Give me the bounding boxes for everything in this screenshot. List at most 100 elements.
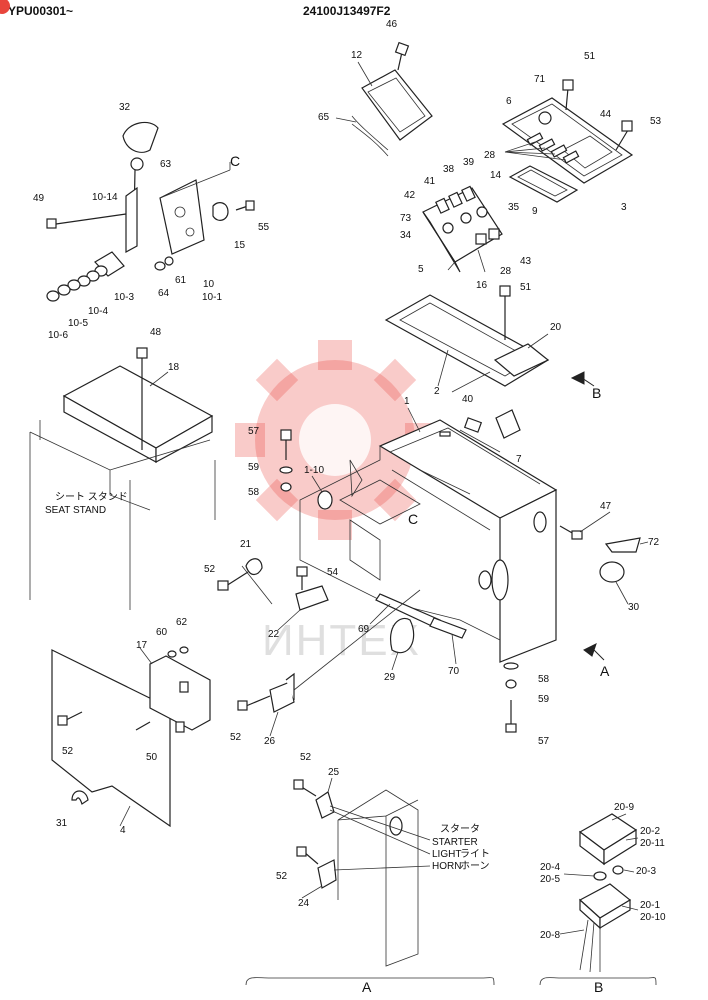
starter-label: STARTER bbox=[432, 837, 478, 848]
control-box-18 bbox=[29, 347, 216, 610]
arrow-a bbox=[583, 643, 605, 661]
callout-51-mid: 51 bbox=[520, 282, 532, 293]
seat-stand-jp: シート スタンド bbox=[55, 491, 128, 503]
callout-29: 29 bbox=[384, 672, 396, 683]
callout-51-top: 51 bbox=[584, 51, 596, 62]
callout-59-left: 59 bbox=[248, 462, 260, 473]
callout-62: 62 bbox=[176, 617, 188, 628]
callout-28-mid: 28 bbox=[500, 266, 512, 277]
callout-20-10: 20-10 bbox=[640, 912, 666, 923]
callout-52-e: 52 bbox=[276, 871, 288, 882]
callout-39: 39 bbox=[463, 157, 475, 168]
horn-label: HORN bbox=[432, 861, 461, 872]
watermark-logo bbox=[235, 340, 435, 540]
callout-73: 73 bbox=[400, 213, 412, 224]
section-b-label: B bbox=[594, 979, 603, 995]
callout-10-5: 10-5 bbox=[68, 318, 88, 329]
callout-24: 24 bbox=[298, 898, 310, 909]
callout-69: 69 bbox=[358, 624, 370, 635]
callout-20-1: 20-1 bbox=[640, 900, 660, 911]
callout-60: 60 bbox=[156, 627, 168, 638]
callout-58-right: 58 bbox=[538, 674, 550, 685]
starter-jp: スタータ bbox=[440, 823, 480, 835]
callout-55: 55 bbox=[258, 222, 270, 233]
callout-10-3: 10-3 bbox=[114, 292, 134, 303]
callout-70: 70 bbox=[448, 666, 460, 677]
callout-59-right: 59 bbox=[538, 694, 550, 705]
callout-52-a: 52 bbox=[204, 564, 216, 575]
detail-section-b bbox=[539, 813, 657, 986]
callout-18: 18 bbox=[168, 362, 180, 373]
section-c-label-top: C bbox=[230, 153, 240, 169]
callout-52-c: 52 bbox=[230, 732, 242, 743]
callout-61: 61 bbox=[175, 275, 187, 286]
callout-2: 2 bbox=[434, 386, 440, 397]
callout-20-3: 20-3 bbox=[636, 866, 656, 877]
callout-42: 42 bbox=[404, 190, 416, 201]
callout-20-8: 20-8 bbox=[540, 930, 560, 941]
callout-30: 30 bbox=[628, 602, 640, 613]
callout-20: 20 bbox=[550, 322, 562, 333]
callout-41: 41 bbox=[424, 176, 436, 187]
callout-4: 4 bbox=[120, 825, 126, 836]
callout-40: 40 bbox=[462, 394, 474, 405]
callout-63: 63 bbox=[160, 159, 172, 170]
callout-12: 12 bbox=[351, 50, 363, 61]
callout-10: 10 bbox=[203, 279, 215, 290]
callout-71: 71 bbox=[534, 74, 546, 85]
callout-65: 65 bbox=[318, 112, 330, 123]
callout-47: 47 bbox=[600, 501, 612, 512]
switch-panel-5 bbox=[422, 185, 503, 273]
callout-57-right: 57 bbox=[538, 736, 550, 747]
callout-20-11: 20-11 bbox=[640, 838, 665, 849]
callout-9: 9 bbox=[532, 206, 538, 217]
callout-44: 44 bbox=[600, 109, 612, 120]
callout-31: 31 bbox=[56, 818, 68, 829]
callout-22: 22 bbox=[268, 629, 280, 640]
leader-lines bbox=[119, 61, 649, 935]
callout-5: 5 bbox=[418, 264, 424, 275]
callout-1-10: 1-10 bbox=[304, 465, 324, 476]
callout-72: 72 bbox=[648, 537, 660, 548]
callout-35: 35 bbox=[508, 202, 520, 213]
callout-43: 43 bbox=[520, 256, 532, 267]
callout-20-9: 20-9 bbox=[614, 802, 634, 813]
callout-57-left: 57 bbox=[248, 426, 260, 437]
section-b-arrow-label: B bbox=[592, 385, 601, 401]
side-panel-4 bbox=[51, 646, 211, 828]
doc-code-left: YPU00301~ bbox=[8, 4, 74, 18]
section-a-label: A bbox=[362, 979, 372, 995]
section-c-label-mid: C bbox=[408, 511, 418, 527]
callout-21: 21 bbox=[240, 539, 252, 550]
seat-stand-label: SEAT STAND bbox=[45, 505, 106, 516]
corner-badge bbox=[0, 0, 10, 14]
horn-jp: ホーン bbox=[460, 860, 490, 872]
callout-49: 49 bbox=[33, 193, 45, 204]
callout-10-6: 10-6 bbox=[48, 330, 68, 341]
callout-16: 16 bbox=[476, 280, 488, 291]
callout-14: 14 bbox=[490, 170, 502, 181]
main-housing-1 bbox=[299, 409, 558, 663]
callout-58-left: 58 bbox=[248, 487, 260, 498]
callout-46: 46 bbox=[386, 19, 398, 30]
callout-52-d: 52 bbox=[300, 752, 312, 763]
callout-10-14: 10-14 bbox=[92, 192, 118, 203]
callout-54: 54 bbox=[327, 567, 339, 578]
housing-fasteners bbox=[217, 429, 641, 733]
callout-3: 3 bbox=[621, 202, 627, 213]
callout-28-top: 28 bbox=[484, 150, 496, 161]
frame-gasket-2 bbox=[384, 285, 550, 387]
callout-6: 6 bbox=[506, 96, 512, 107]
callout-7: 7 bbox=[516, 454, 522, 465]
callout-20-5: 20-5 bbox=[540, 874, 560, 885]
doc-code-center: 24100J13497F2 bbox=[303, 4, 391, 18]
callout-15: 15 bbox=[234, 240, 246, 251]
callout-34: 34 bbox=[400, 230, 412, 241]
callout-20-2: 20-2 bbox=[640, 826, 660, 837]
callout-17: 17 bbox=[136, 640, 148, 651]
section-a-arrow-label: A bbox=[600, 663, 610, 679]
lever-assembly-10 bbox=[46, 121, 255, 302]
light-label: LIGHT bbox=[432, 849, 461, 860]
